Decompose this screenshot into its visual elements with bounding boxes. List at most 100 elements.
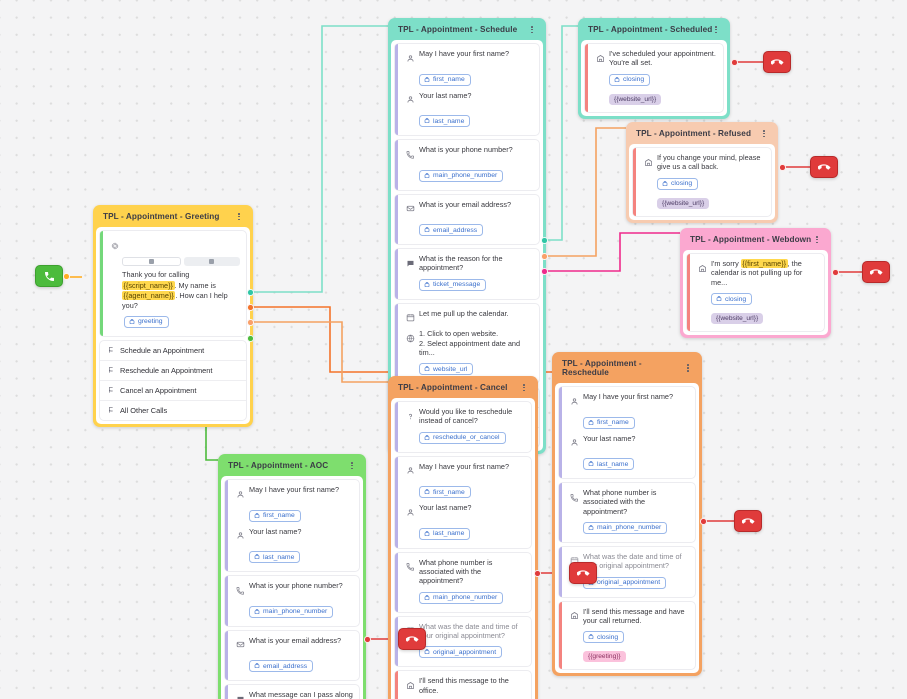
variable-chip-original-appointment[interactable]: original_appointment [419, 646, 503, 659]
card-menu-icon[interactable] [684, 363, 692, 372]
card-menu-icon[interactable] [520, 383, 528, 392]
token-tag-website-url[interactable]: {{website_url}} [711, 313, 764, 325]
script-tab-bar[interactable] [122, 256, 240, 267]
variable-chip-email-address[interactable]: email_address [249, 660, 314, 673]
phone-icon [45, 272, 54, 281]
variable-chip-main-phone-number[interactable]: main_phone_number [583, 521, 668, 534]
variable-chip-closing[interactable]: closing [711, 293, 753, 306]
prompt-line: I'll send this message to the office. [406, 676, 525, 695]
variable-chip-greeting[interactable]: greeting [124, 315, 169, 328]
prompt-text: What message can I pass along for you? [249, 690, 353, 699]
port-refused-output[interactable] [779, 164, 786, 171]
variable-chip-main-phone-number[interactable]: main_phone_number [419, 591, 504, 604]
card-menu-icon[interactable] [348, 461, 356, 470]
script-tab-1[interactable] [122, 256, 181, 267]
script-tab-2[interactable] [183, 256, 240, 267]
closing-icon [596, 50, 605, 68]
message-block: What is your phone number? main_phone_nu… [394, 139, 540, 191]
prompt-text: Your last name? [249, 526, 302, 536]
hangup-node-scheduled[interactable] [763, 51, 791, 73]
outcome-row-schedule[interactable]: Schedule an Appointment [100, 341, 246, 361]
message-icon [406, 255, 415, 273]
card-body-aoc: May I have your first name? first_name Y… [221, 476, 363, 699]
port-schedule-website-unreachable[interactable] [541, 268, 548, 275]
node-card-greeting[interactable]: TPL - Appointment - Greeting Thank you f… [93, 205, 253, 427]
variable-chip-ticket-message[interactable]: ticket_message [419, 278, 487, 291]
card-menu-icon[interactable] [528, 25, 536, 34]
chip-label: ticket_message [433, 281, 481, 289]
variable-chip-main-phone-number[interactable]: main_phone_number [249, 605, 334, 618]
card-menu-icon[interactable] [235, 212, 243, 221]
variable-chip-main-phone-number[interactable]: main_phone_number [419, 169, 504, 182]
variable-chip-last-name[interactable]: last_name [249, 551, 301, 564]
variable-chip-last-name[interactable]: last_name [419, 527, 471, 540]
prompt-line: I'll send this message and have your cal… [570, 607, 689, 626]
chip-label: original_appointment [597, 579, 661, 587]
card-menu-icon[interactable] [712, 25, 720, 34]
port-scheduled-output[interactable] [731, 59, 738, 66]
port-schedule-scheduled[interactable] [541, 237, 548, 244]
tag-icon [716, 296, 722, 302]
hangup-node-aoc[interactable] [398, 628, 426, 650]
port-greeting-schedule[interactable] [247, 289, 254, 296]
outcome-label: All Other Calls [120, 405, 168, 415]
card-menu-icon[interactable] [760, 129, 768, 138]
variable-chip-first-name[interactable]: first_name [249, 509, 301, 522]
chip-label: main_phone_number [433, 594, 498, 602]
card-menu-icon[interactable] [813, 235, 821, 244]
prompt-text: May I have your first name? [419, 49, 510, 59]
node-card-cancel[interactable]: TPL - Appointment - Cancel Would you lik… [388, 376, 538, 699]
prompt-text: May I have your first name? [419, 461, 510, 471]
port-schedule-refused[interactable] [541, 253, 548, 260]
text-post: , the calendar is not pulling up for me.… [711, 259, 803, 287]
port-greeting-all-other[interactable] [247, 335, 254, 342]
variable-chip-closing[interactable]: closing [583, 631, 625, 644]
variable-chip-first-name[interactable]: first_name [419, 73, 471, 86]
node-card-refused[interactable]: TPL - Appointment - Refused If you chang… [626, 122, 778, 223]
variable-chip-closing[interactable]: closing [657, 177, 699, 190]
variable-chip-first-name[interactable]: first_name [583, 416, 635, 429]
port-greeting-cancel[interactable] [247, 319, 254, 326]
hangup-node-refused[interactable] [810, 156, 838, 178]
chip-label: greeting [138, 318, 163, 326]
card-title: TPL - Appointment - Reschedule [562, 359, 642, 377]
port-greeting-reschedule[interactable] [247, 304, 254, 311]
node-card-scheduled[interactable]: TPL - Appointment - Scheduled I've sched… [578, 18, 730, 119]
token-tag-greeting[interactable]: {{greeting}} [583, 651, 626, 663]
closing-text: I'll send this message to the office. [419, 676, 509, 695]
hangup-node-reschedule[interactable] [734, 510, 762, 532]
port-reschedule-output[interactable] [700, 518, 707, 525]
node-card-webdown[interactable]: TPL - Appointment - Webdown I'm sorry {{… [680, 228, 831, 339]
tag-icon [424, 366, 430, 372]
closing-text: I'm sorry {{first_name}}, the calendar i… [711, 259, 818, 287]
start-call-node[interactable] [35, 265, 63, 287]
chip-label: closing [623, 76, 645, 84]
variable-chip-last-name[interactable]: last_name [583, 458, 635, 470]
port-aoc-output[interactable] [364, 636, 371, 643]
message-block: I'm sorry {{first_name}}, the calendar i… [686, 253, 825, 333]
variable-chip-reschedule-or-cancel[interactable]: reschedule_or_cancel [419, 431, 506, 444]
tag-icon [254, 512, 260, 518]
hangup-node-webdown[interactable] [862, 261, 890, 283]
outcome-row-all-other-calls[interactable]: All Other Calls [100, 401, 246, 420]
start-output-port[interactable] [63, 273, 70, 280]
token-tag-website-url[interactable]: {{website_url}} [657, 197, 710, 209]
node-card-aoc[interactable]: TPL - Appointment - AOC May I have your … [218, 454, 366, 699]
token-tag-website-url[interactable]: {{website_url}} [609, 93, 662, 105]
prompt-line: May I have your first name? [406, 49, 533, 68]
variable-chip-website-url[interactable]: website_url [419, 363, 474, 376]
chip-label: reschedule_or_cancel [433, 434, 500, 442]
variable-chip-closing[interactable]: closing [609, 73, 651, 86]
variable-chip-first-name[interactable]: first_name [419, 486, 471, 499]
variable-chip-email-address[interactable]: email_address [419, 224, 484, 237]
variable-chip-last-name[interactable]: last_name [419, 115, 471, 128]
node-card-reschedule[interactable]: TPL - Appointment - Reschedule May I hav… [552, 352, 702, 677]
message-block: I'll send this message to the office. cl… [394, 670, 532, 699]
hangup-node-cancel[interactable] [569, 562, 597, 584]
outcome-row-reschedule[interactable]: Reschedule an Appointment [100, 361, 246, 381]
port-cancel-output[interactable] [534, 570, 541, 577]
outcome-row-cancel[interactable]: Cancel an Appointment [100, 381, 246, 401]
port-webdown-output[interactable] [832, 269, 839, 276]
script-var-script-name: {{script_name}} [122, 280, 175, 290]
